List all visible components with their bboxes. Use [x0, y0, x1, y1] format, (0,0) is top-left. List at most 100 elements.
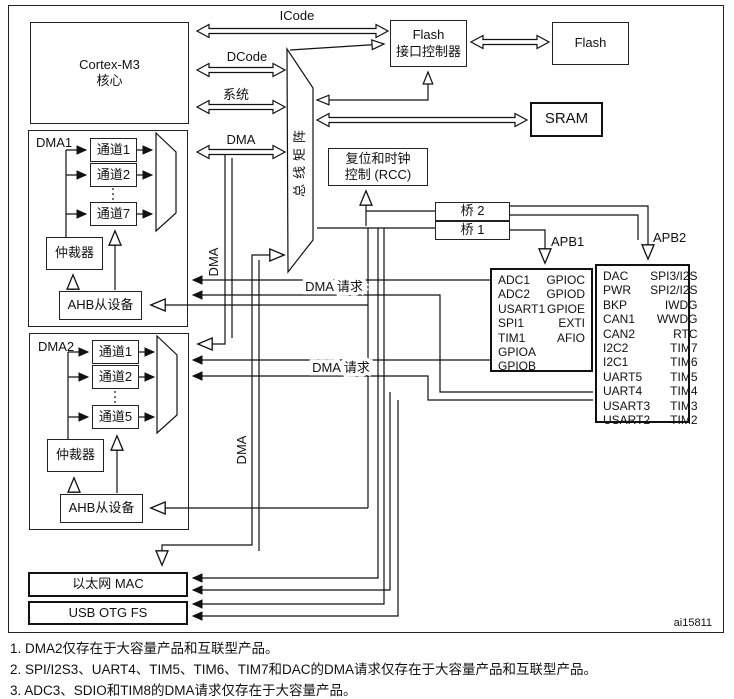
dma-request-label-2: DMA 请求 [312, 360, 370, 375]
flash-if-line2: 接口控制器 [395, 43, 461, 59]
wiring-layer: ICode DCode 系统 DMA APB1 APB2 总线矩阵 DMA DM… [65, 8, 712, 629]
cortex-line1: Cortex-M3 [79, 56, 140, 72]
bus-matrix-shape [286, 47, 314, 274]
ethernet-mac-block: 以太网 MAC [28, 572, 188, 597]
flash-if-line1: Flash [412, 27, 445, 43]
dma2-channel5: 通道5 [92, 405, 139, 429]
peripheral-item: ADC2 [498, 287, 531, 302]
peripheral-item: GPIOC [546, 273, 585, 287]
peripheral-item: BKP [603, 297, 628, 312]
sram-block: SRAM [530, 102, 603, 137]
icode-bus-arrow [195, 23, 390, 39]
dma1-title: DMA1 [36, 135, 73, 150]
apb1-label: APB1 [551, 234, 584, 249]
peripheral-item: TIM3 [670, 398, 698, 413]
cortex-m3-core-block: Cortex-M3 核心 [30, 22, 189, 124]
bridge1-block: 桥 1 [435, 221, 510, 240]
peripheral-item: USART1 [498, 301, 546, 316]
peripheral-item: SPI3/I2S [650, 269, 698, 283]
matrix-flashif-arrow [315, 70, 434, 106]
system-bus-arrow [195, 99, 287, 115]
flash-block: Flash [552, 22, 629, 65]
peripheral-item: TIM1 [498, 330, 526, 345]
eth-request-line-1 [191, 228, 379, 583]
dma2-channel2: 通道2 [92, 365, 139, 389]
dma-vertical-label-1: DMA [206, 247, 221, 276]
footnote-1: 1. DMA2仅存在于大容量产品和互联型产品。 [10, 641, 279, 656]
dma1-channel7: 通道7 [90, 202, 137, 226]
peripheral-item: CAN2 [603, 326, 636, 341]
footnote-2: 2. SPI/I2S3、UART4、TIM5、TIM6、TIM7和DAC的DMA… [10, 662, 598, 677]
dma-request-label-1: DMA 请求 [305, 279, 363, 294]
peripheral-item: TIM7 [670, 341, 698, 356]
apb1-arrow [510, 229, 552, 265]
peripheral-item: TIM4 [670, 384, 698, 399]
peripheral-item: AFIO [556, 330, 585, 345]
footnotes: 1. DMA2仅存在于大容量产品和互联型产品。 2. SPI/I2S3、UART… [10, 638, 730, 699]
peripheral-item: UART5 [603, 369, 643, 384]
peripheral-item: USART2 [603, 413, 651, 428]
dma2-title: DMA2 [38, 339, 75, 354]
peripheral-item: CAN1 [603, 312, 636, 327]
peripheral-item: GPIOB [498, 359, 537, 374]
rcc-block: 复位和时钟 控制 (RCC) [328, 148, 428, 186]
dma2-request-line-apb2 [191, 371, 593, 401]
peripheral-item: USART3 [603, 398, 651, 413]
peripheral-item: IWDG [664, 297, 698, 312]
dma1-block [28, 130, 188, 327]
dcode-label: DCode [227, 49, 267, 64]
figure-id: ai15811 [674, 617, 712, 629]
dma2-channel1: 通道1 [92, 340, 139, 364]
apb2-arrow [510, 205, 655, 261]
bridge2-block: 桥 2 [435, 202, 510, 221]
peripheral-item: UART4 [603, 384, 643, 399]
peripheral-item: RTC [673, 326, 698, 341]
flashif-flash-arrow [469, 34, 551, 50]
peripheral-item: WWDG [656, 312, 698, 327]
bus-matrix-label: 总线矩阵 [292, 125, 307, 197]
peripheral-item: I2C2 [603, 341, 629, 356]
peripheral-item: EXTI [558, 316, 585, 331]
dcode-bus-arrow [195, 62, 287, 78]
footnote-3: 3. ADC3、SDIO和TIM8的DMA请求仅存在于大容量产品。 [10, 683, 357, 698]
peripheral-item: SPI1 [498, 316, 525, 331]
dma1-request-line-apb2 [191, 290, 593, 393]
matrix-sram-arrow [315, 112, 529, 128]
apb2-label: APB2 [653, 230, 686, 245]
peripheral-item: SPI2/I2S [650, 283, 698, 298]
peripheral-item: PWR [603, 283, 631, 298]
dma2-ahb-slave: AHB从设备 [60, 494, 143, 523]
usb-request-line-2 [191, 400, 399, 621]
rcc-line2: 控制 (RCC) [344, 167, 412, 182]
apb2-arrow-inner [510, 214, 639, 240]
dma1-arbiter: 仲裁器 [46, 237, 103, 270]
peripheral-item: GPIOA [498, 345, 537, 360]
peripheral-item: GPIOE [546, 301, 585, 316]
peripheral-item: DAC [603, 269, 629, 283]
icode-label: ICode [280, 8, 315, 23]
peripheral-item: ADC1 [498, 273, 531, 287]
rcc-line1: 复位和时钟 [345, 150, 411, 166]
dma1-ahb-slave: AHB从设备 [59, 291, 142, 320]
peripheral-item: TIM5 [670, 369, 698, 384]
dma-bus-label: DMA [227, 132, 256, 147]
cortex-line2: 核心 [96, 73, 123, 88]
peripheral-item: TIM6 [670, 355, 698, 370]
dma1-channel1: 通道1 [90, 138, 137, 162]
matrix-flashif-top-link [289, 39, 386, 51]
dma1-mux-funnel [155, 131, 177, 233]
dma1-bus-arrow [195, 144, 287, 160]
dma2-arbiter: 仲裁器 [47, 439, 104, 472]
eth-request-line-2 [191, 392, 391, 595]
dma2-mux-funnel [156, 334, 178, 435]
dma-vertical-label-2: DMA [234, 435, 249, 464]
dma1-channel2: 通道2 [90, 163, 137, 187]
usb-otg-fs-block: USB OTG FS [28, 601, 188, 625]
